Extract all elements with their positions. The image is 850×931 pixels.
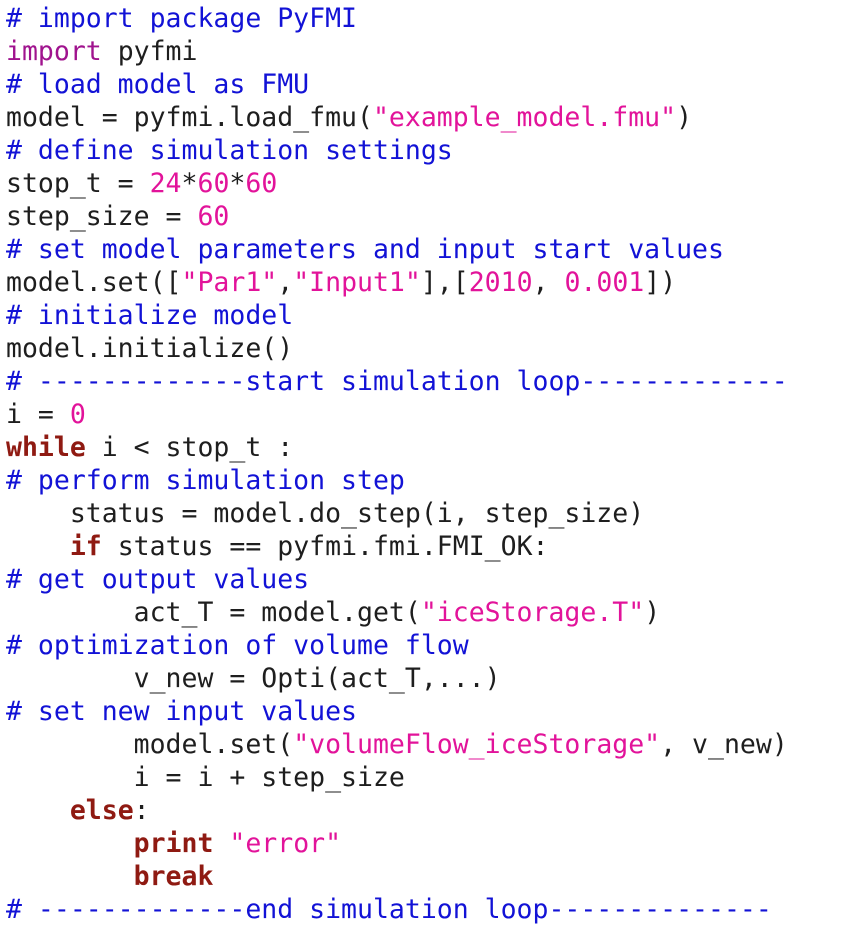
code-line[interactable]: if status == pyfmi.fmi.FMI_OK: xyxy=(6,530,850,563)
code-comment: # optimization of volume flow xyxy=(6,630,469,661)
code-comment: # -------------start simulation loop----… xyxy=(6,366,788,397)
code-text xyxy=(6,861,134,892)
code-text: act_T = model.get( xyxy=(6,597,421,628)
code-number: 0 xyxy=(69,399,86,430)
code-line[interactable]: v_new = Opti(act_T,...) xyxy=(6,662,850,695)
code-control-keyword: while xyxy=(6,432,86,463)
code-text: i = xyxy=(6,399,70,430)
code-text: status == pyfmi.fmi.FMI_OK: xyxy=(101,531,549,562)
code-line[interactable]: print "error" xyxy=(6,827,850,860)
code-number: 60 xyxy=(197,201,230,232)
code-string: "Par1" xyxy=(181,267,278,298)
code-line[interactable]: act_T = model.get("iceStorage.T") xyxy=(6,596,850,629)
code-number: 0.001 xyxy=(564,267,645,298)
code-text xyxy=(6,531,70,562)
code-control-keyword: print xyxy=(133,828,214,859)
code-comment: # initialize model xyxy=(6,300,294,331)
code-line[interactable]: # load model as FMU xyxy=(6,68,850,101)
code-comment: # set new input values xyxy=(6,696,357,727)
code-text: stop_t = xyxy=(6,168,150,199)
code-text: ) xyxy=(644,597,661,628)
code-line[interactable]: # optimization of volume flow xyxy=(6,629,850,662)
code-comment: # perform simulation step xyxy=(6,465,405,496)
code-text: i = i + step_size xyxy=(6,762,405,793)
code-text: model.set([ xyxy=(6,267,182,298)
code-line[interactable]: stop_t = 24*60*60 xyxy=(6,167,850,200)
code-control-keyword: else xyxy=(69,795,134,826)
code-comment: # load model as FMU xyxy=(6,69,310,100)
code-line[interactable]: import pyfmi xyxy=(6,35,850,68)
code-string: "error" xyxy=(229,828,342,859)
code-text: model = pyfmi.load_fmu( xyxy=(6,102,373,133)
code-text xyxy=(6,795,70,826)
code-text: model.set( xyxy=(6,729,294,760)
code-line[interactable]: i = i + step_size xyxy=(6,761,850,794)
code-string: "example_model.fmu" xyxy=(372,102,677,133)
code-string: "Input1" xyxy=(293,267,421,298)
code-text: pyfmi xyxy=(101,36,198,67)
code-text: status = model.do_step(i, step_size) xyxy=(6,498,645,529)
code-text: ]) xyxy=(644,267,677,298)
code-line[interactable]: # define simulation settings xyxy=(6,134,850,167)
code-number: 60 xyxy=(197,168,230,199)
code-text: model.initialize() xyxy=(6,333,294,364)
code-line[interactable]: # perform simulation step xyxy=(6,464,850,497)
code-number: 2010 xyxy=(468,267,533,298)
code-line[interactable]: # set new input values xyxy=(6,695,850,728)
code-line[interactable]: step_size = 60 xyxy=(6,200,850,233)
code-text: , xyxy=(277,267,294,298)
code-line[interactable]: model.set(["Par1","Input1"],[2010, 0.001… xyxy=(6,266,850,299)
code-number: 24 xyxy=(149,168,182,199)
code-text: , xyxy=(532,267,565,298)
code-line[interactable]: while i < stop_t : xyxy=(6,431,850,464)
code-string: "volumeFlow_iceStorage" xyxy=(293,729,661,760)
code-comment: # define simulation settings xyxy=(6,135,453,166)
code-text: ) xyxy=(676,102,693,133)
code-line[interactable]: i = 0 xyxy=(6,398,850,431)
code-line[interactable]: # set model parameters and input start v… xyxy=(6,233,850,266)
code-line[interactable]: break xyxy=(6,860,850,893)
code-text: * xyxy=(229,168,246,199)
code-line[interactable]: # get output values xyxy=(6,563,850,596)
code-text: : xyxy=(133,795,150,826)
code-comment: # -------------end simulation loop------… xyxy=(6,894,772,925)
code-text xyxy=(6,828,134,859)
code-comment: # get output values xyxy=(6,564,310,595)
code-text: ],[ xyxy=(420,267,469,298)
code-text: * xyxy=(181,168,198,199)
code-line[interactable]: model.initialize() xyxy=(6,332,850,365)
code-line[interactable]: # import package PyFMI xyxy=(6,2,850,35)
code-control-keyword: if xyxy=(69,531,102,562)
code-text xyxy=(213,828,229,859)
code-line[interactable]: # -------------start simulation loop----… xyxy=(6,365,850,398)
code-text: v_new = Opti(act_T,...) xyxy=(6,663,501,694)
code-comment: # set model parameters and input start v… xyxy=(6,234,724,265)
code-comment: # import package PyFMI xyxy=(6,3,357,34)
code-text: i < stop_t : xyxy=(85,432,294,463)
code-line[interactable]: # initialize model xyxy=(6,299,850,332)
code-string: "iceStorage.T" xyxy=(420,597,645,628)
code-text: , v_new) xyxy=(660,729,788,760)
code-keyword: import xyxy=(6,36,102,67)
code-line[interactable]: else: xyxy=(6,794,850,827)
code-number: 60 xyxy=(245,168,278,199)
code-line[interactable]: model = pyfmi.load_fmu("example_model.fm… xyxy=(6,101,850,134)
code-line[interactable]: # -------------end simulation loop------… xyxy=(6,893,850,926)
code-line[interactable]: status = model.do_step(i, step_size) xyxy=(6,497,850,530)
code-control-keyword: break xyxy=(133,861,214,892)
code-text: step_size = xyxy=(6,201,198,232)
code-line[interactable]: model.set("volumeFlow_iceStorage", v_new… xyxy=(6,728,850,761)
